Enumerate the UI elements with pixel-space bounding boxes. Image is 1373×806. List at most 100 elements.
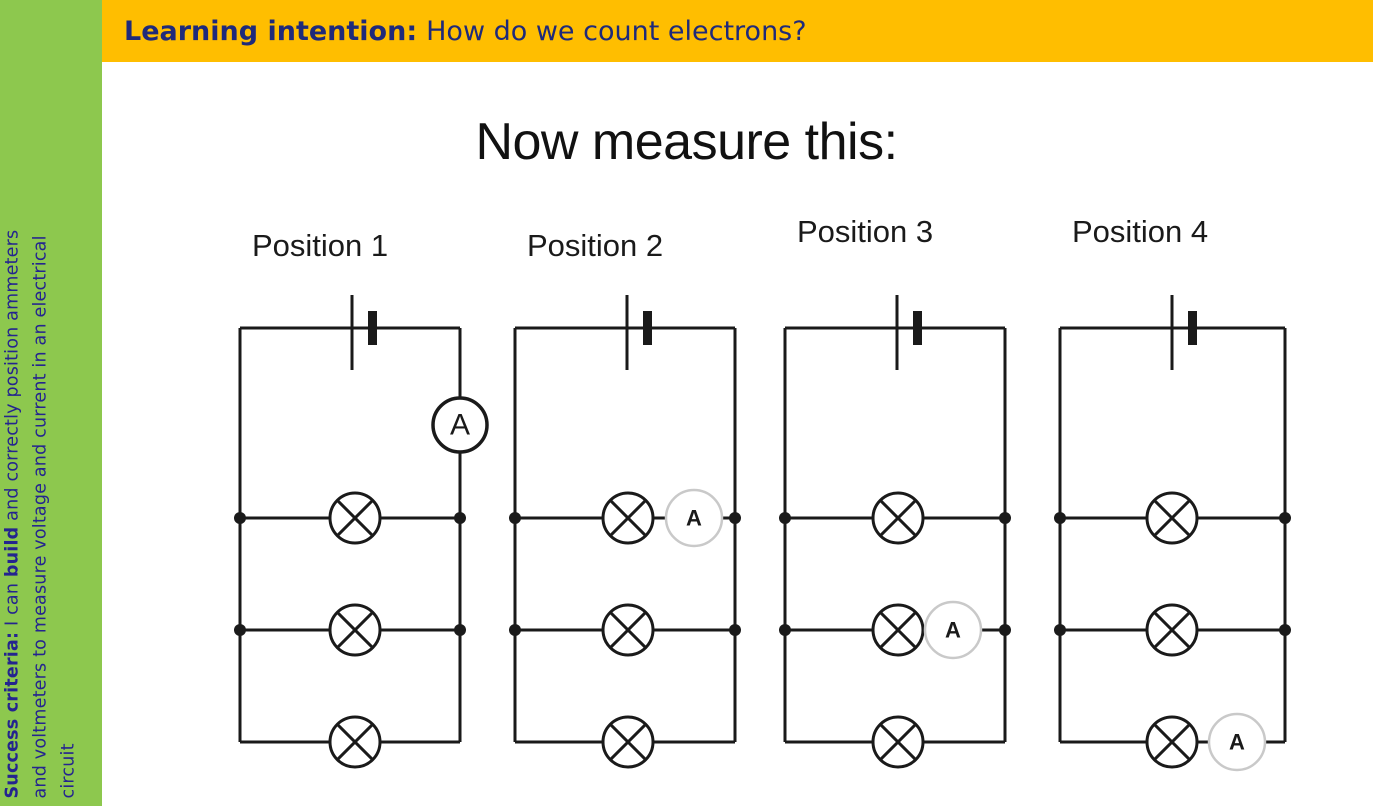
sidebar-line-2: and voltmeters to measure voltage and cu… [30,234,51,798]
row2-junction-left [779,624,791,636]
lamp-cross-stroke-a [609,723,647,761]
battery-short-plate [643,311,652,345]
ammeter-label: A [1229,730,1245,755]
lamp-row1 [871,491,925,545]
row1-junction-left [779,512,791,524]
lamp-cross-stroke-a [879,499,917,537]
sidebar-line-1-mid: I can [2,576,23,632]
ammeter-symbol[interactable]: A [923,600,983,660]
lamp-row1 [601,491,655,545]
ammeter-label: A [686,506,702,531]
learning-intention-banner: Learning intention:How do we count elect… [102,0,1373,62]
row1-junction-right [1279,512,1291,524]
battery-symbol [895,295,922,370]
row1-junction-right [454,512,466,524]
row2-junction-left [1054,624,1066,636]
sidebar-line-1-build: build [2,526,23,577]
battery-short-plate [368,311,377,345]
learning-intention-question: How do we count electrons? [426,15,807,47]
row1-junction-left [1054,512,1066,524]
lamp-circle [328,715,382,769]
lamp-cross-stroke-b [609,499,647,537]
lamp-circle [601,491,655,545]
lamp-circle [871,715,925,769]
lamp-bottom [1145,715,1199,769]
ammeter-symbol[interactable]: A [664,488,724,548]
battery-symbol [1170,295,1197,370]
lamp-cross-stroke-b [1153,611,1191,649]
battery-symbol [625,295,652,370]
lamp-cross-stroke-a [879,611,917,649]
lamp-cross-stroke-a [336,499,374,537]
lamp-circle [601,603,655,657]
lamp-circle [1145,715,1199,769]
lamp-bottom [601,715,655,769]
lamp-bottom [328,715,382,769]
row1-junction-left [509,512,521,524]
lamp-circle [1145,603,1199,657]
row1-junction-right [729,512,741,524]
row1-junction-right [999,512,1011,524]
sidebar-line-1-end: and correctly position ammeters [2,229,23,527]
battery-symbol [350,295,377,370]
ammeter-label: A [945,618,961,643]
lamp-cross-stroke-a [336,611,374,649]
position-label-position-4: Position 4 [1072,214,1209,249]
lamp-cross-stroke-b [609,723,647,761]
lamp-row1 [1145,491,1199,545]
ammeter-symbol[interactable]: A [431,396,489,454]
circuit-position-1: A [234,295,489,769]
lamp-cross-stroke-a [879,723,917,761]
lamp-circle [601,715,655,769]
sidebar-line-1: Success criteria: I can build and correc… [2,229,23,798]
lamp-circle [328,603,382,657]
lamp-circle [871,603,925,657]
row2-junction-right [729,624,741,636]
row1-junction-left [234,512,246,524]
lamp-cross-stroke-b [336,611,374,649]
lamp-cross-stroke-a [1153,723,1191,761]
lamp-cross-stroke-b [336,499,374,537]
sidebar-line-1-bold: Success criteria: [2,631,23,798]
battery-short-plate [1188,311,1197,345]
lamp-cross-stroke-a [336,723,374,761]
ammeter-circle[interactable] [1207,712,1267,772]
sidebar-line-3: circuit [58,742,79,798]
row2-junction-right [454,624,466,636]
row2-junction-right [999,624,1011,636]
lamp-row2 [1145,603,1199,657]
position-label-position-1: Position 1 [252,228,389,263]
circuit-position-3: A [779,295,1011,769]
lamp-cross-stroke-a [1153,499,1191,537]
ammeter-circle[interactable] [664,488,724,548]
ammeter-circle[interactable] [923,600,983,660]
lamp-row2 [601,603,655,657]
page-title: Now measure this: [475,113,898,171]
row2-junction-right [1279,624,1291,636]
lamp-circle [1145,491,1199,545]
lamp-cross-stroke-a [609,611,647,649]
circuit-position-4: A [1054,295,1291,772]
success-criteria-sidebar: Success criteria: I can build and correc… [0,0,102,806]
ammeter-symbol[interactable]: A [1207,712,1267,772]
battery-short-plate [913,311,922,345]
circuit-position-2: A [509,295,741,769]
lamp-cross-stroke-b [1153,723,1191,761]
lamp-cross-stroke-a [609,499,647,537]
position-label-position-2: Position 2 [527,228,664,263]
lamp-cross-stroke-b [1153,499,1191,537]
lamp-cross-stroke-b [879,723,917,761]
lamp-cross-stroke-b [879,611,917,649]
lamp-cross-stroke-b [879,499,917,537]
lamp-bottom [871,715,925,769]
row2-junction-left [234,624,246,636]
lamp-row1 [328,491,382,545]
lamp-circle [328,491,382,545]
lamp-cross-stroke-a [1153,611,1191,649]
ammeter-circle[interactable] [431,396,489,454]
learning-intention-label: Learning intention: [124,15,418,47]
ammeter-label: A [450,409,470,442]
learning-intention-text: Learning intention:How do we count elect… [102,18,807,45]
lamp-row2 [328,603,382,657]
lamp-cross-stroke-b [336,723,374,761]
